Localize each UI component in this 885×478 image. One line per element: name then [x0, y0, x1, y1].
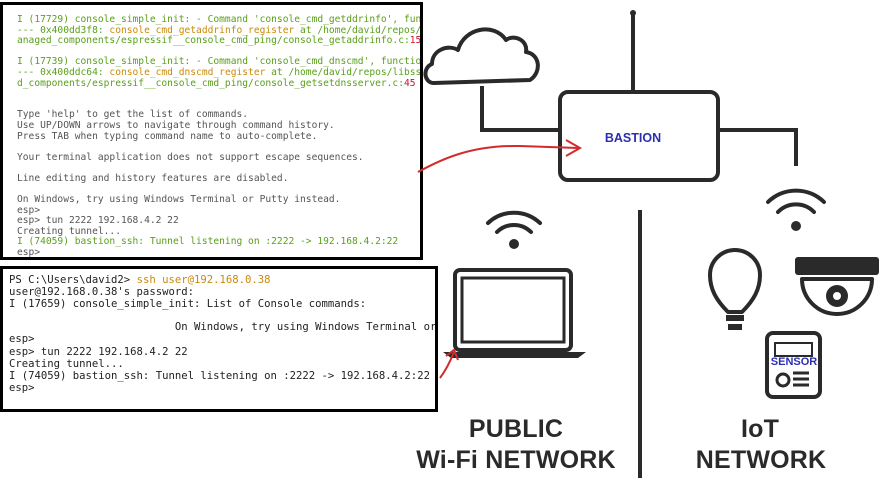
terminal-text: console_cmd_getaddrinfo_register: [109, 24, 295, 36]
terminal-line: Press TAB when typing command name to au…: [17, 130, 420, 143]
terminal-text: esp>: [17, 247, 41, 259]
terminal-line: PS C:\Users\david2> ssh user@192.168.0.3…: [9, 274, 435, 286]
terminal-line: esp>: [9, 333, 435, 345]
terminal-line: Creating tunnel...: [9, 358, 435, 370]
terminal-text: esp> tun 2222 192.168.4.2 22: [9, 345, 188, 358]
terminal-line: --- 0x400dd3f8: console_cmd_getaddrinfo_…: [17, 24, 423, 37]
terminal-text: I (17729) console_simple_init: - Command…: [17, 14, 423, 25]
iot-network-label-line2: NETWORK: [695, 446, 827, 474]
terminal-line: I (74059) bastion_ssh: Tunnel listening …: [9, 370, 435, 382]
terminal-text: I (74059) bastion_ssh: Tunnel listening …: [9, 370, 430, 383]
terminal-text: --- 0x400ddc64:: [17, 66, 110, 78]
terminal-text: 158: [409, 35, 422, 47]
terminal-text: Your terminal application does not suppo…: [17, 151, 364, 163]
terminal-text: Press TAB when typing command name to au…: [17, 130, 318, 142]
wifi-icon-public: [486, 210, 542, 249]
terminal-text: 45: [404, 77, 416, 89]
terminal-line: esp> tun 2222 192.168.4.2 22: [9, 346, 435, 358]
public-network-label-line2: Wi-Fi NETWORK: [416, 446, 616, 474]
terminal-text: Creating tunnel...: [9, 357, 124, 370]
terminal-line: esp>: [17, 204, 420, 217]
terminal-line: Use UP/DOWN arrows to navigate through c…: [17, 119, 420, 132]
bastion-label: BASTION: [605, 131, 661, 145]
terminal-line: Line editing and history features are di…: [17, 172, 420, 185]
terminal-line: I (17659) console_simple_init: List of C…: [9, 298, 435, 310]
terminal-line: I (17729) console_simple_init: - Command…: [17, 14, 423, 26]
terminal-text: anaged_components/espressif__console_cmd…: [17, 35, 410, 47]
terminal-text: On Windows, try using Windows Terminal o…: [17, 194, 341, 206]
terminal-line: esp>: [9, 382, 435, 394]
terminal-text: user@192.168.0.38's password:: [9, 286, 194, 299]
terminal-line: On Windows, try using Windows Terminal o…: [17, 194, 420, 206]
terminal-text: console_cmd_dnscmd_register: [109, 66, 266, 78]
terminal-text: d_components/espressif__console_cmd_ping…: [17, 77, 404, 89]
cloud-link: [480, 86, 560, 132]
terminal-text: I (74059) bastion_ssh: Tunnel listening …: [17, 236, 399, 248]
terminal-text: esp>: [9, 382, 35, 395]
bastion-device: [558, 90, 720, 182]
terminal-line: anaged_components/espressif__console_cmd…: [17, 35, 422, 47]
terminal-line: --- 0x400ddc64: console_cmd_dnscmd_regis…: [17, 66, 423, 79]
terminal-line: esp> tun 2222 192.168.4.2 22: [17, 215, 420, 227]
terminal-line: Type 'help' to get the list of commands.: [17, 110, 420, 121]
esp32-console-terminal: I (17729) console_simple_init: - Command…: [0, 2, 423, 260]
terminal-line: Creating tunnel...: [17, 225, 420, 238]
cloud-icon: [423, 27, 540, 85]
terminal-text: PS C:\Users\david2>: [9, 274, 137, 286]
red-arrow-terminal-to-laptop: [439, 351, 455, 379]
laptop-icon: [443, 268, 586, 358]
security-camera-icon: [795, 257, 879, 316]
terminal-text: On Windows, try using Windows Terminal o…: [9, 321, 438, 334]
terminal-line: I (74059) bastion_ssh: Tunnel listening …: [17, 237, 420, 248]
terminal-text: esp>: [17, 204, 41, 216]
terminal-text: ssh user@192.168.0.38: [136, 274, 271, 286]
sensor-label: SENSOR: [771, 356, 818, 368]
terminal-line: Your terminal application does not suppo…: [17, 151, 420, 164]
terminal-text: Line editing and history features are di…: [17, 172, 289, 184]
terminal-line: d_components/espressif__console_cmd_ping…: [17, 77, 420, 90]
terminal-text: Type 'help' to get the list of commands.: [17, 109, 249, 121]
terminal-text: esp>: [9, 333, 35, 346]
terminal-text: Creating tunnel...: [17, 225, 121, 237]
terminal-text: --- 0x400dd3f8:: [17, 24, 110, 36]
public-network-label-line1: PUBLIC: [468, 415, 564, 443]
lightbulb-icon: [708, 248, 762, 330]
terminal-text: I (17659) console_simple_init: List of C…: [9, 298, 367, 311]
terminal-line: esp>: [17, 247, 420, 259]
iot-link: [718, 128, 798, 166]
terminal-line: user@192.168.0.38's password:: [9, 286, 435, 298]
iot-network-label-line1: IoT: [740, 415, 780, 443]
wifi-icon-iot: [766, 188, 826, 231]
terminal-text: at /home/david/repos/li: [294, 24, 423, 36]
terminal-text: at /home/david/repos/libssh/: [265, 66, 423, 78]
powershell-ssh-terminal: PS C:\Users\david2> ssh user@192.168.0.3…: [0, 266, 438, 412]
sensor-device-icon: [765, 331, 822, 399]
terminal-line: On Windows, try using Windows Terminal o…: [9, 321, 435, 333]
terminal-text: Use UP/DOWN arrows to navigate through c…: [17, 119, 335, 131]
red-arrow-terminal-to-bastion: [417, 144, 579, 173]
terminal-text: esp> tun 2222 192.168.4.2 22: [17, 215, 179, 227]
terminal-text: I (17739) console_simple_init: - Command…: [17, 56, 423, 68]
terminal-line: I (17739) console_simple_init: - Command…: [17, 57, 420, 68]
